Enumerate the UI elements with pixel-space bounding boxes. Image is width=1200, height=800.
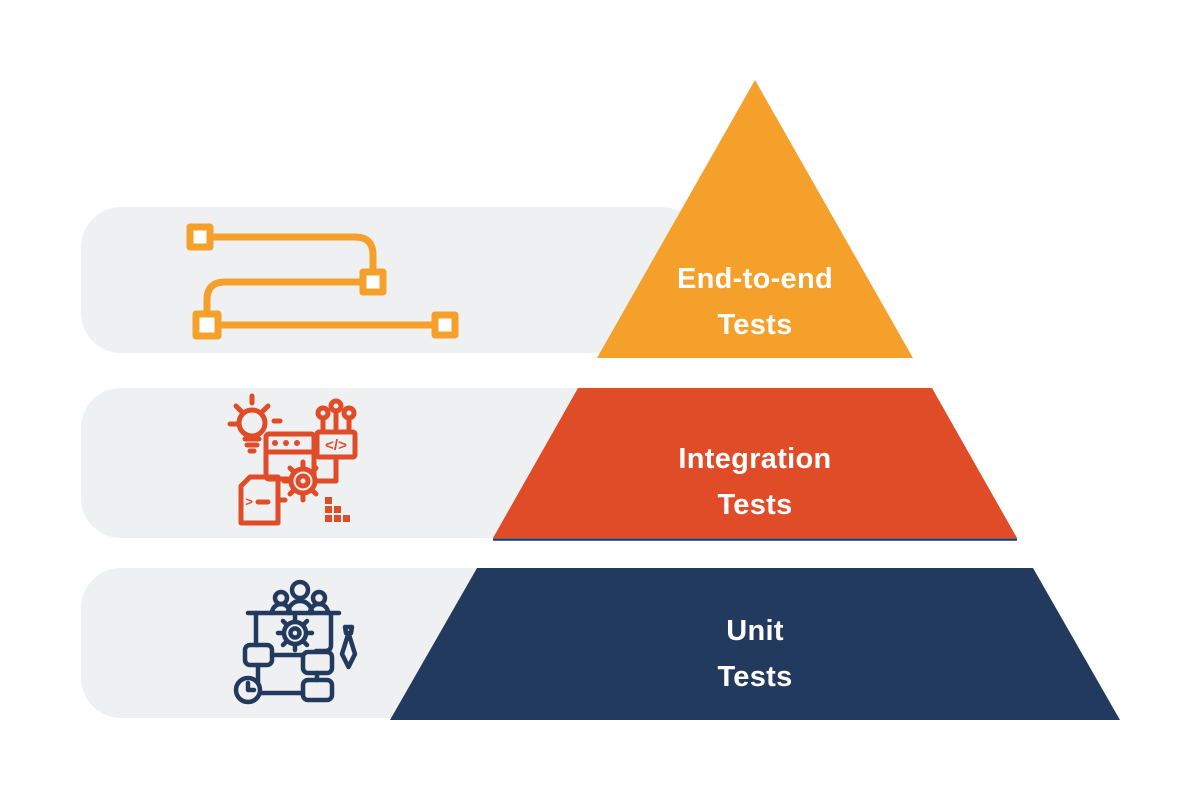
gear-teeth bbox=[275, 613, 315, 653]
label-line: End-to-end bbox=[676, 263, 833, 295]
code-automation-lines: </> > bbox=[227, 393, 358, 526]
block bbox=[334, 506, 341, 513]
gear-ring bbox=[288, 466, 318, 496]
pyramid-level-integration bbox=[493, 388, 1017, 538]
connector-segment-1 bbox=[206, 233, 377, 276]
gear-center bbox=[295, 473, 311, 489]
block bbox=[343, 515, 350, 522]
label-unit-tests: Unit Tests bbox=[595, 608, 915, 700]
block bbox=[325, 515, 332, 522]
label-line: Tests bbox=[717, 309, 793, 341]
node-square-2 bbox=[359, 268, 387, 296]
label-line: Tests bbox=[717, 661, 793, 693]
gear-teeth bbox=[281, 459, 325, 503]
node-square-3 bbox=[192, 310, 222, 340]
label-line: Tests bbox=[717, 489, 793, 521]
clock-icon bbox=[233, 675, 263, 705]
flow-connector-icon bbox=[186, 223, 459, 340]
icon-card-end-to-end bbox=[81, 207, 701, 353]
clock-hands bbox=[245, 680, 257, 693]
person-body bbox=[269, 601, 293, 616]
gear-icon bbox=[281, 459, 325, 503]
node-square-1 bbox=[186, 223, 214, 251]
node-square-4 bbox=[431, 311, 459, 339]
label-end-to-end-tests: End-to-end Tests bbox=[595, 256, 915, 348]
block bbox=[325, 497, 332, 504]
team-workflow-icon bbox=[233, 579, 358, 705]
terminal-doc-icon bbox=[238, 474, 281, 526]
antenna-node bbox=[315, 405, 331, 421]
browser-dot bbox=[283, 440, 289, 446]
connector-codebox-gear bbox=[318, 454, 339, 484]
browser-dot bbox=[272, 440, 278, 446]
flowchart-box bbox=[300, 649, 335, 676]
label-line: Unit bbox=[726, 615, 784, 647]
tie-blade bbox=[339, 630, 358, 670]
lightbulb-rays bbox=[227, 393, 283, 427]
tie-icon bbox=[339, 624, 358, 670]
flowchart-box bbox=[300, 677, 335, 703]
gear-ring bbox=[281, 619, 309, 647]
browser-dot bbox=[294, 440, 300, 446]
team-workflow-lines bbox=[233, 579, 358, 705]
label-line: Integration bbox=[678, 443, 832, 475]
gear-center bbox=[288, 626, 302, 640]
person-head bbox=[289, 579, 311, 601]
team-icon bbox=[269, 579, 331, 616]
block bbox=[334, 515, 341, 522]
flow-connector-lines bbox=[186, 223, 459, 340]
connector-segment-2 bbox=[203, 278, 367, 318]
person-body bbox=[307, 601, 331, 616]
block-stack-icon bbox=[325, 497, 350, 522]
code-automation-icon: </> > bbox=[227, 393, 358, 526]
code-glyph: </> bbox=[325, 437, 347, 454]
antenna-node bbox=[341, 405, 357, 421]
terminal-prompt-glyph: > bbox=[245, 494, 253, 509]
pyramid-level-unit bbox=[390, 568, 1120, 720]
label-integration-tests: Integration Tests bbox=[595, 436, 915, 528]
antenna-node bbox=[328, 398, 344, 414]
flowchart-box bbox=[242, 642, 275, 668]
gear-icon bbox=[275, 613, 315, 653]
lightbulb-base bbox=[242, 436, 262, 454]
block bbox=[325, 506, 332, 513]
pyramid-level-end-to-end bbox=[597, 80, 913, 358]
tie-knot bbox=[342, 624, 355, 636]
